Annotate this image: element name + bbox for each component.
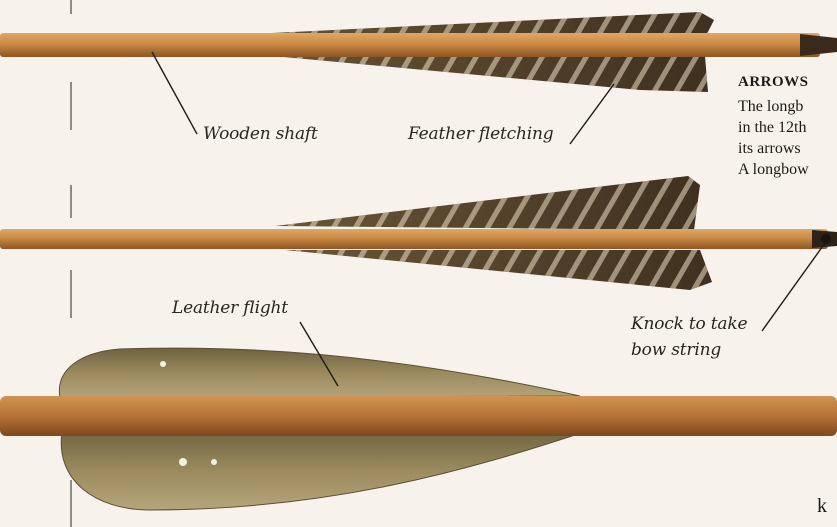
wooden-shaft-1 (0, 33, 820, 57)
sidebar-line: its arrows (738, 140, 801, 158)
leader-feather-fletching (570, 84, 614, 144)
nock-1 (800, 34, 837, 56)
sidebar-line: in the 12th (738, 119, 806, 137)
page-text-fragment: k (817, 495, 827, 518)
label-wooden-shaft: Wooden shaft (203, 124, 318, 144)
leather-flight-bottom (61, 430, 590, 510)
arrow-3 (0, 348, 837, 510)
leader-wooden-shaft (152, 52, 197, 134)
label-leather-flight: Leather flight (172, 298, 288, 318)
label-knock-line1: Knock to take (631, 314, 747, 334)
arrow-1 (0, 12, 837, 92)
wooden-shaft-2 (0, 229, 828, 249)
sidebar-line: A longbow (738, 161, 809, 179)
label-knock-line2: bow string (631, 340, 721, 360)
sidebar-heading: ARROWS (738, 74, 809, 91)
wooden-shaft-3 (0, 396, 837, 436)
sidebar-line: The longb (738, 98, 803, 116)
arrow-2 (0, 176, 837, 290)
label-feather-fletching: Feather fletching (408, 124, 553, 144)
leader-knock (762, 243, 825, 331)
